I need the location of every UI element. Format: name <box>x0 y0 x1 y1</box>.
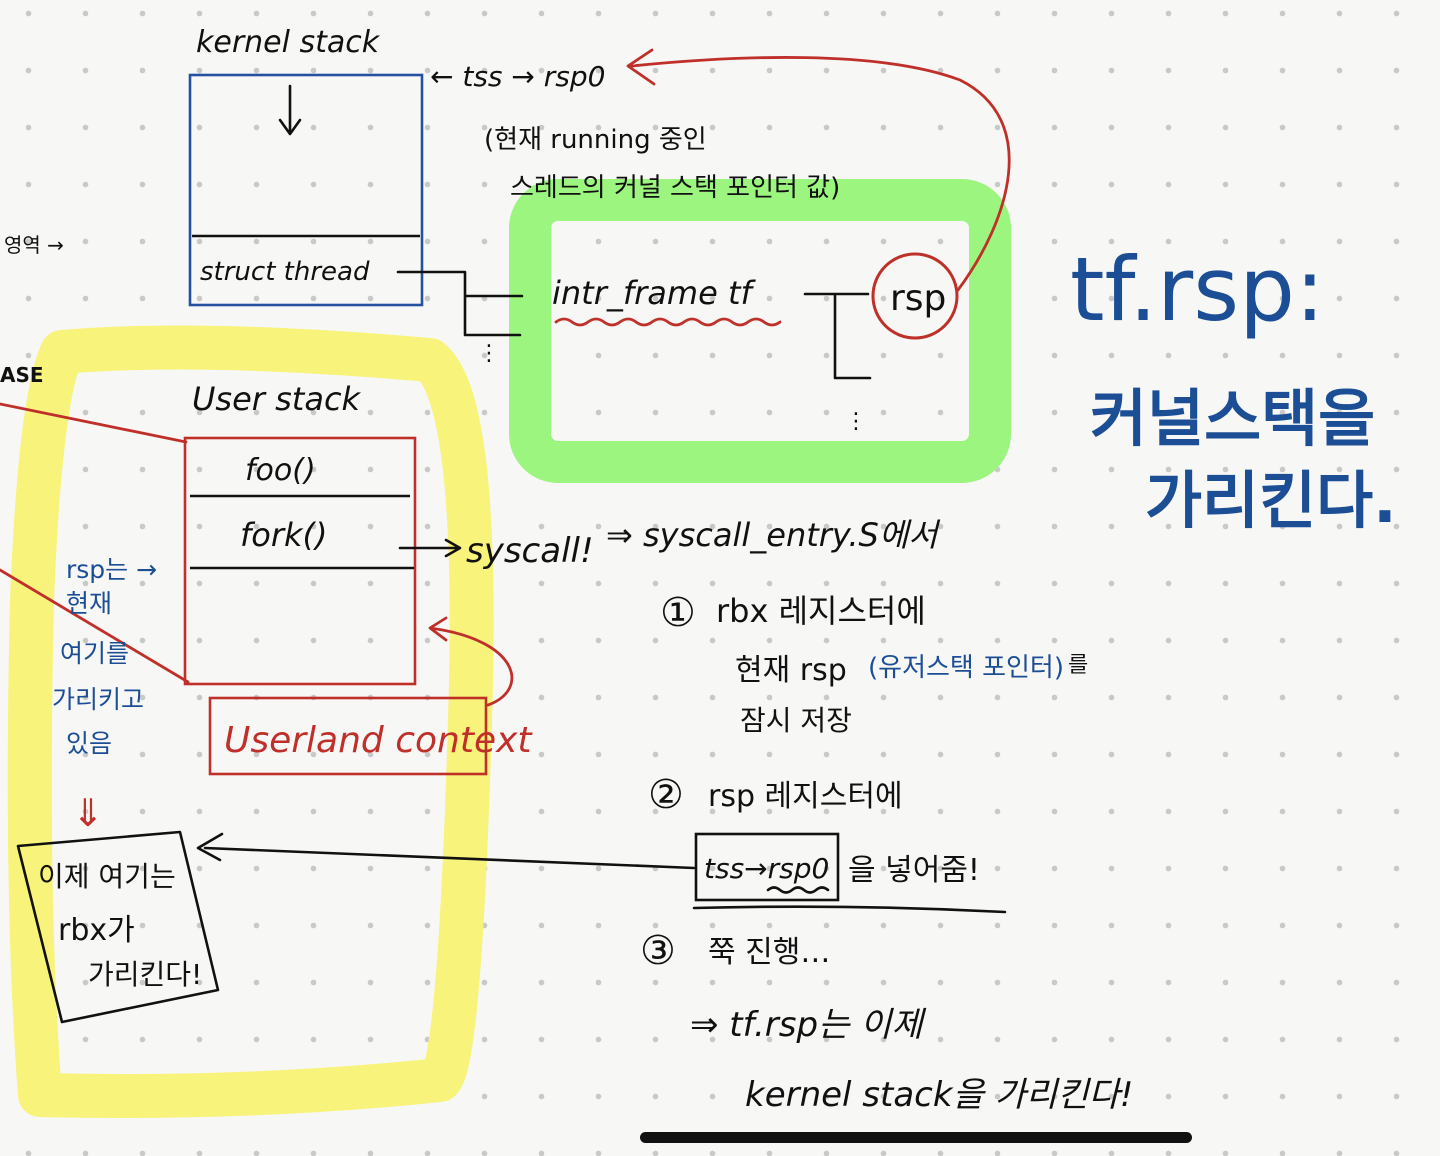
step2-underline <box>692 905 1007 914</box>
tss-rsp0-pointer: ← tss → rsp0 <box>430 60 605 93</box>
tf-rsp-line1: 커널스택을 <box>1090 382 1375 455</box>
frame-fork: fork() <box>240 516 328 554</box>
green-highlight <box>509 179 1011 483</box>
step1-line3: 잠시 저장 <box>740 704 852 737</box>
rsp-note-line5: 있음 <box>66 729 112 758</box>
syscall-entry-label: ⇒ syscall_entry.S에서 <box>606 516 941 554</box>
frame-more-dots: ⋮ <box>845 409 867 434</box>
step3-line1: 쭉 진행… <box>708 935 830 970</box>
step2-number: ② <box>648 772 684 818</box>
userland-context-box <box>208 696 488 776</box>
tss-to-note-arrow <box>196 832 696 870</box>
struct-thread-label: struct thread <box>200 257 370 287</box>
user-stack-title: User stack <box>192 380 362 418</box>
ase-edge-label: ASE <box>0 363 44 387</box>
rsp-note-line2: 현재 <box>66 589 112 618</box>
rsp-to-tss-arrow <box>630 56 1011 292</box>
step3-line3: kernel stack을 가리킨다! <box>745 1075 1133 1115</box>
step1-line2a: 현재 rsp <box>735 653 847 688</box>
home-indicator[interactable] <box>640 1132 1192 1143</box>
step1-line1: rbx 레지스터에 <box>716 592 926 630</box>
step3-line2: ⇒ tf.rsp는 이제 <box>690 1005 926 1045</box>
userland-context-curve <box>428 616 514 707</box>
rsp-note-line3: 여기를 <box>60 639 129 668</box>
intr-frame-label: intr_frame tf <box>552 274 756 312</box>
thread-more-dots: ⋮ <box>478 341 500 366</box>
step3-number: ③ <box>640 928 676 974</box>
rsp-note-line1: rsp는 → <box>66 555 157 584</box>
kernel-stack-box <box>188 73 424 307</box>
intr-frame-underline <box>554 317 782 327</box>
now-note-line3: 가리킨다! <box>88 958 202 991</box>
now-note-line1: 이제 여기는 <box>38 860 176 893</box>
rsp-field-label: rsp <box>890 278 946 319</box>
yellow-highlight <box>7 325 494 1118</box>
now-note-box <box>16 830 220 1024</box>
frame-to-rsp-connector <box>803 292 872 380</box>
fork-to-syscall-arrow <box>398 538 462 558</box>
step2-box-label: tss→rsp0 <box>704 852 829 885</box>
step1-line2b: (유저스택 포인터) <box>868 653 1064 683</box>
syscall-label: syscall! <box>466 531 594 571</box>
user-stack-box <box>183 436 417 686</box>
thread-to-frame-connector <box>396 270 524 337</box>
step2-box <box>694 832 840 902</box>
rsp-note-line4: 가리키고 <box>52 685 144 714</box>
user-region-line-top <box>0 402 188 444</box>
kernel-stack-title: kernel stack <box>196 25 381 60</box>
tf-rsp-title: tf.rsp: <box>1070 238 1325 341</box>
step1-line2c: 를 <box>1068 653 1088 678</box>
tss-note-line2: 스레드의 커널 스택 포인터 값) <box>510 173 840 203</box>
kernel-stack-down-arrow <box>278 84 302 136</box>
step1-number: ① <box>660 590 696 636</box>
rsp-field-circle <box>871 252 959 340</box>
step2-tail: 을 넣어줌! <box>848 853 980 888</box>
user-region-line-bottom <box>0 568 190 684</box>
down-arrow: ⇓ <box>72 791 104 835</box>
rsp-to-tss-arrowhead <box>626 48 656 86</box>
now-note-line2: rbx가 <box>58 913 135 948</box>
step2-line1: rsp 레지스터에 <box>708 779 903 814</box>
userland-context-label: Userland context <box>224 720 533 761</box>
step2-squiggle <box>766 886 830 894</box>
tf-rsp-line2: 가리킨다. <box>1145 464 1397 537</box>
kernel-region-side-label: 영역 → <box>4 233 64 257</box>
tss-note-line1: (현재 running 중인 <box>484 125 707 155</box>
frame-foo: foo() <box>245 453 316 488</box>
